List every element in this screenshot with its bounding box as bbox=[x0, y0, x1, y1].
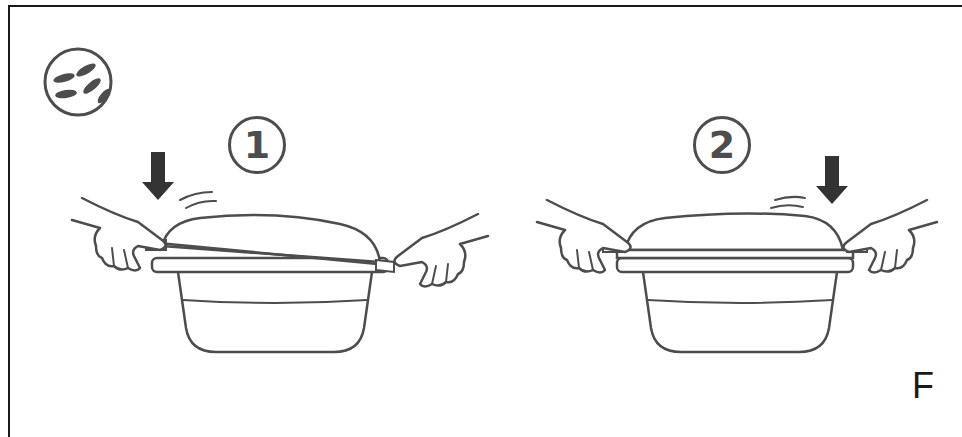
step-number: 1 bbox=[244, 126, 270, 164]
step-number: 2 bbox=[709, 126, 735, 164]
food-icon bbox=[45, 49, 112, 115]
step-1 bbox=[72, 152, 488, 352]
figure-letter: F bbox=[912, 368, 934, 404]
step-number-circle: 2 bbox=[693, 116, 751, 174]
step-number-circle: 1 bbox=[228, 116, 286, 174]
step-2 bbox=[537, 156, 937, 352]
